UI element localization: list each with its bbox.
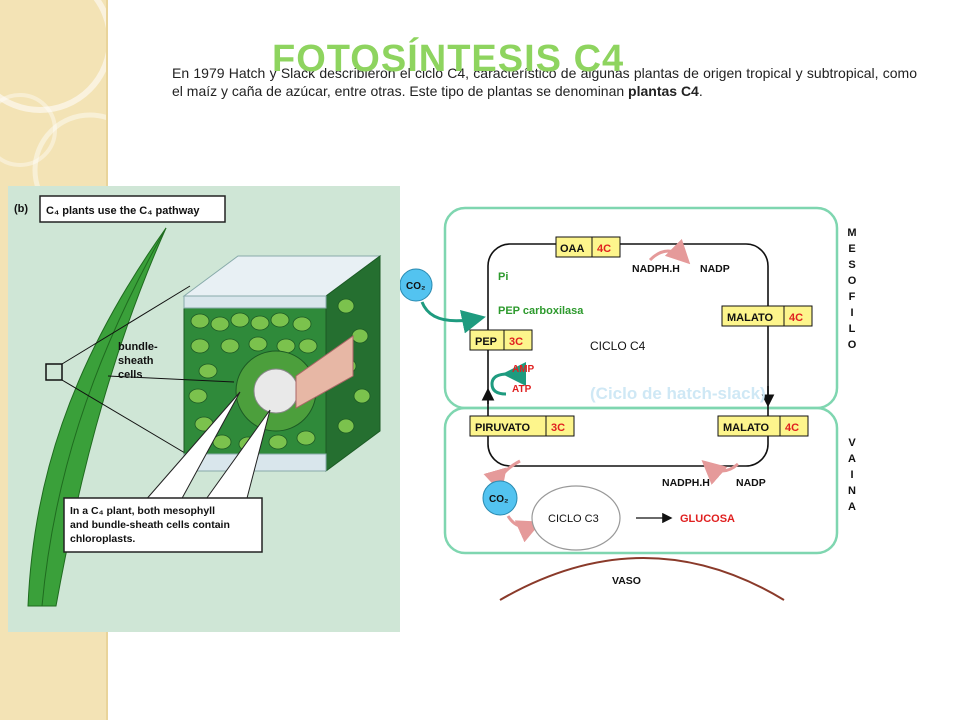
malato-top-carbons: 4C [789,312,803,324]
pep-carboxilasa-label: PEP carboxilasa [498,305,584,317]
svg-text:N: N [848,485,856,497]
cycle-subtitle: (Ciclo de hatch-slack) [590,384,766,403]
nadph-arrow-top [648,238,691,265]
leaf-midrib [41,227,167,607]
oaa-label: OAA [560,243,585,255]
pep-label: PEP [475,336,497,348]
leaf-highlight-box [45,363,63,381]
header-box [39,195,226,223]
co2-in-arrow [420,301,486,334]
bundle-sheath-pointer [107,375,235,383]
piruvato-carbon-box [545,415,575,437]
glucosa-label: GLUCOSA [680,513,735,525]
zoom-line-bottom [61,379,191,457]
svg-text:L: L [849,323,856,335]
co2-in-label: CO₂ [406,281,425,292]
intro-bold: plantas C4 [628,83,699,99]
svg-text:A: A [848,501,856,513]
slide-title: FOTOSÍNTESIS C4 [272,38,625,80]
pi-label: Pi [498,271,508,283]
mesofilo-vertical-label: M E S O F I L O [847,227,856,351]
amp-label: AMP [512,364,535,375]
vaso-label: VASO [612,575,641,587]
caption-box [63,497,263,553]
oaa-carbons: 4C [597,243,611,255]
vaina-vertical-label: V A I N A [848,437,856,513]
bundle-sheath-label-3: cells [118,369,142,381]
vascular-bundle [253,368,299,414]
co2-release-circle [482,480,518,516]
c4-cycle-diagram: OAA 4C NADPH.H NADP MALATO 4C Pi PEP car… [399,196,860,606]
bundle-sheath-label-1: bundle- [118,341,158,353]
vascular-strand [295,335,354,409]
pep-carbons: 3C [509,336,523,348]
panel-letter: (b) [14,203,28,215]
caption-line-1: In a C₄ plant, both mesophyll [70,505,215,517]
co2-release-label: CO₂ [489,494,508,505]
caption-line-3: chloroplasts. [70,533,135,545]
nadph-bottom: NADPH.H [662,477,710,489]
atp-label: ATP [512,384,532,395]
ciclo-c3-label: CICLO C3 [548,513,599,525]
nadp-bottom: NADP [736,477,766,489]
svg-text:E: E [848,243,855,255]
cycle-loop [487,243,769,467]
atp-arrow [490,361,527,396]
ciclo-c3-ellipse [531,485,621,551]
caption-line-2: and bundle-sheath cells contain [70,519,230,531]
svg-text:S: S [848,259,855,271]
piruvato-label: PIRUVATO [475,422,530,434]
header-text: C₄ plants use the C₄ pathway [46,205,200,217]
c4-leaf-anatomy-figure: (b) C₄ plants use the C₄ pathway bundle [8,186,400,632]
malato-top-label: MALATO [727,312,773,324]
svg-text:F: F [849,291,856,303]
oaa-carbon-box [591,236,621,258]
upper-epidermis [183,295,327,309]
svg-text:O: O [848,339,857,351]
bundle-sheath-frame [443,406,839,555]
malato-bottom-carbons: 4C [785,422,799,434]
malato-bottom-carbon-box [779,415,809,437]
svg-text:I: I [850,469,853,481]
svg-text:O: O [848,275,857,287]
svg-text:A: A [848,453,856,465]
co2-in-circle [399,268,433,302]
pep-carbon-box [503,329,533,351]
nadp-top: NADP [700,263,730,275]
malato-top-carbon-box [783,305,813,327]
svg-text:M: M [847,227,856,239]
bundle-sheath-label-2: sheath [118,355,154,367]
nadph-arrow-bottom [701,460,739,485]
vaso-arc [499,557,785,601]
zoom-line-top [61,285,191,365]
intro-paragraph: En 1979 Hatch y Slack describieron el ci… [172,65,917,99]
svg-text:V: V [848,437,856,449]
nadph-top: NADPH.H [632,263,680,275]
malato-bottom-label: MALATO [723,422,769,434]
ciclo-c4-label: CICLO C4 [590,339,646,353]
piruvato-carbons: 3C [551,422,565,434]
svg-text:I: I [850,307,853,319]
